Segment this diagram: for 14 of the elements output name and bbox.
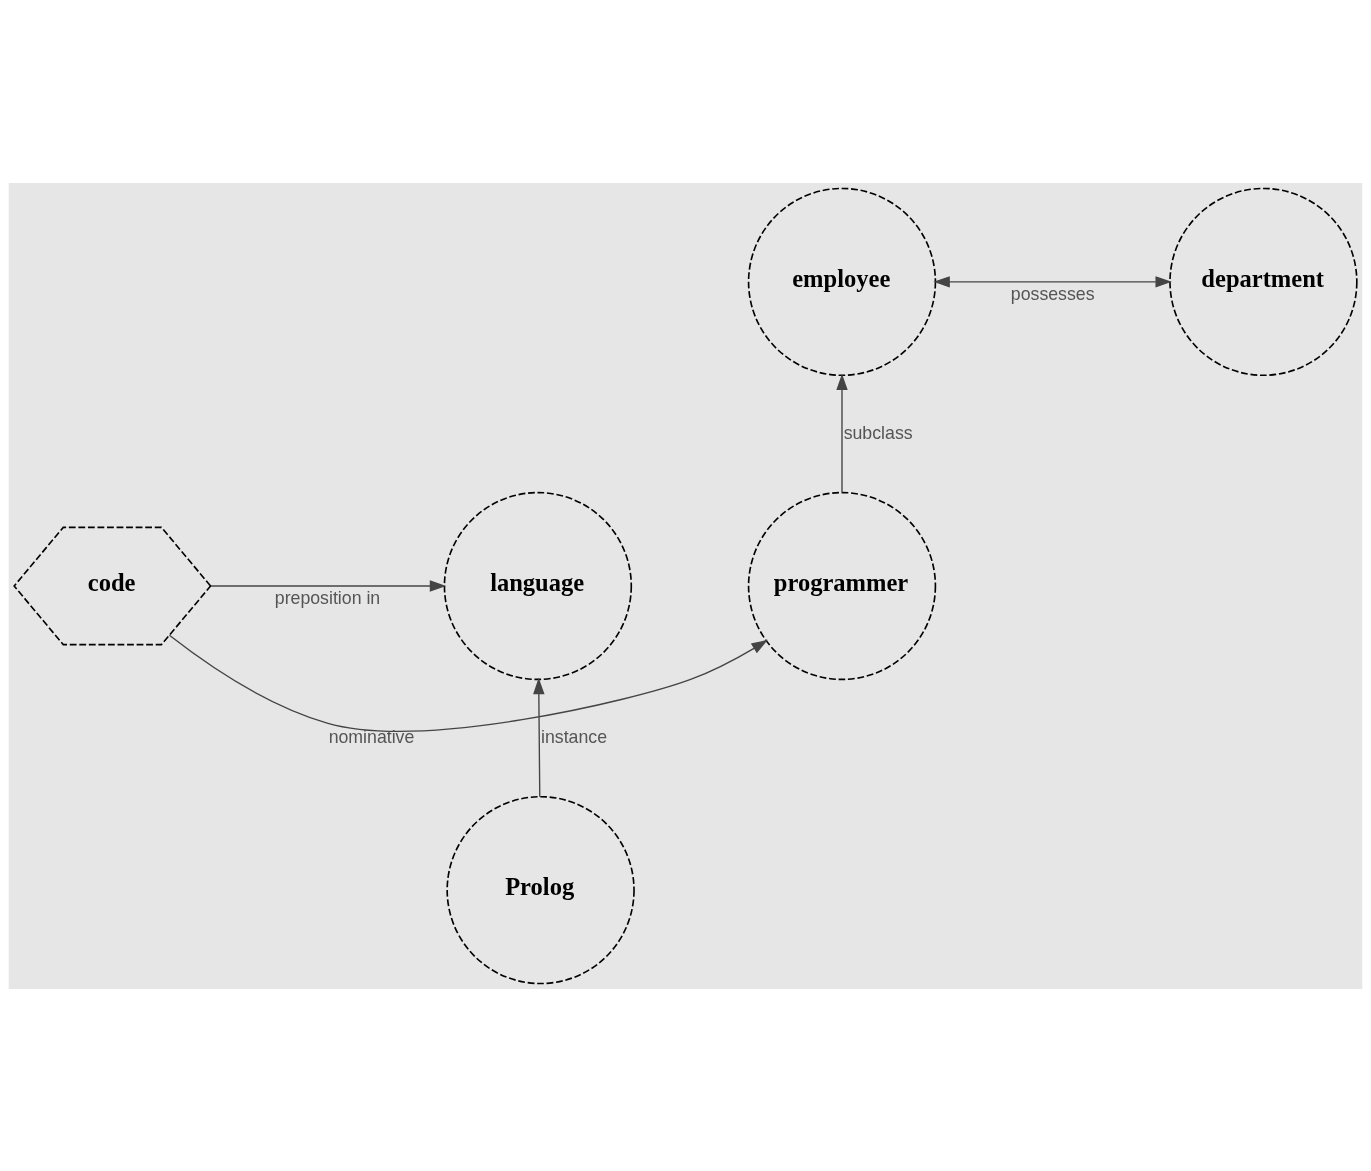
arrow	[933, 275, 1172, 288]
edge-label: preposition in	[274, 587, 381, 608]
node-circle: employee	[747, 187, 937, 376]
arrow	[836, 373, 848, 493]
edge-label: instance	[541, 726, 608, 747]
node-circle: language	[443, 491, 633, 680]
arrow	[533, 677, 545, 797]
edge-label: possesses	[1010, 283, 1095, 304]
edge-label: nominative	[328, 726, 415, 747]
node-circle: department	[1169, 187, 1358, 376]
arrow	[210, 579, 447, 592]
edge-label: subclass	[843, 422, 913, 443]
node-circle: Prolog	[446, 795, 635, 984]
arrow	[168, 634, 768, 732]
